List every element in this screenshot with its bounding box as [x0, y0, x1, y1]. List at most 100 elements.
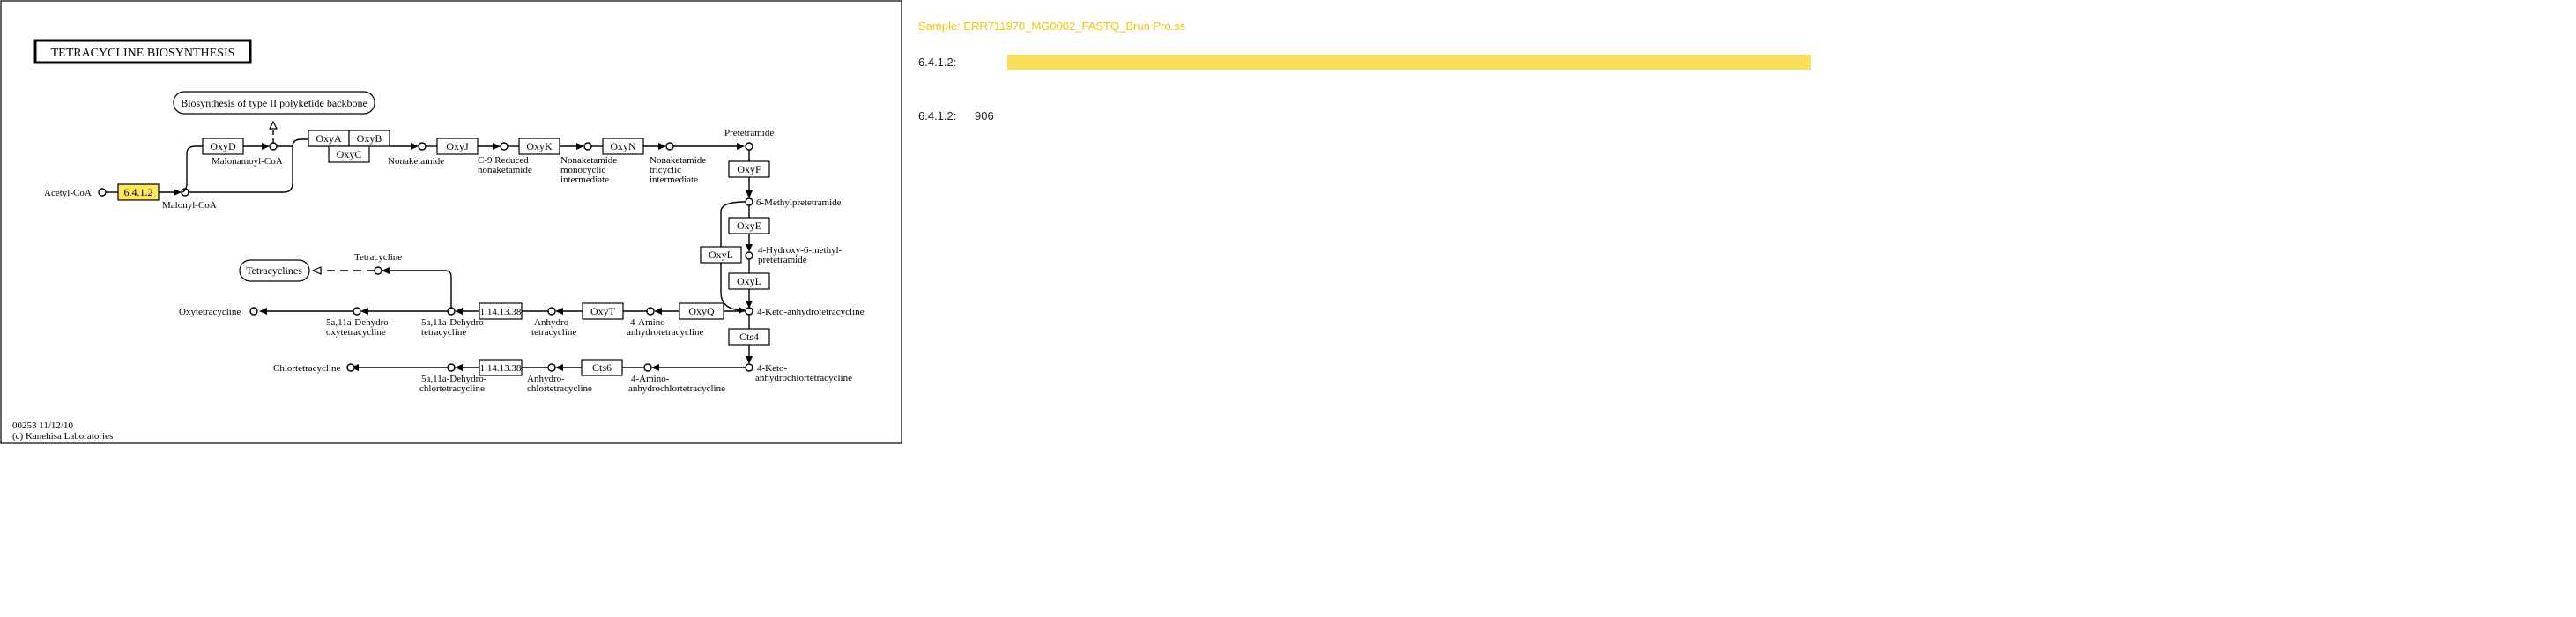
arrowhead — [658, 143, 666, 150]
arrowhead — [746, 190, 753, 198]
sample-panel: Sample: ERR711970_MG0002_FASTQ_Brun Pro.… — [918, 0, 1888, 176]
row-label-2: 6.4.1.2: — [918, 109, 957, 123]
compound-nonaketamide-label: Nonaketamide — [388, 156, 444, 167]
compound-malonamoyl-coa-label: Malonamoyl-CoA — [212, 156, 283, 167]
enzyme-oxyf-label: OxyF — [737, 163, 761, 175]
enzyme-oxyl-left-label: OxyL — [709, 249, 733, 261]
arrowhead — [746, 356, 753, 364]
arrowhead — [493, 143, 501, 150]
arrowhead — [382, 267, 390, 274]
enzyme-cts4-label: Cts4 — [739, 331, 759, 343]
compound-5a11a-dehydro-oxytetracycline[interactable] — [353, 307, 361, 316]
compound-pretetramide-label: Pretetramide — [724, 128, 774, 138]
compound-c9-reduced-label-1: C-9 Reduced — [478, 155, 529, 166]
arrowhead — [555, 364, 563, 371]
compound-acetyl-coa[interactable] — [98, 188, 107, 197]
compound-malonamoyl-coa[interactable] — [269, 142, 278, 151]
compound-nonaketamide[interactable] — [418, 142, 427, 151]
compound-anhydrochlortetracycline[interactable] — [547, 363, 556, 372]
enzyme-oxyb-label: OxyB — [357, 132, 382, 145]
compound-anhydro-chlor-label-2: chlortetracycline — [527, 383, 592, 394]
compound-tricyclic-intermediate[interactable] — [665, 142, 674, 151]
compound-tricyclic-label-2: tricyclic — [650, 165, 681, 175]
row-value-2: 906 — [975, 109, 994, 123]
abundance-bar-fill — [1007, 55, 1811, 70]
compound-6-methylpretetramide[interactable] — [745, 197, 753, 206]
compound-oxytetracycline-label: Oxytetracycline — [179, 307, 241, 317]
compound-amino-anhydrochlor-label-1: 4-Amino- — [631, 374, 670, 384]
compound-anhydro-tetra-label-1: Anhydro- — [534, 317, 572, 328]
enzyme-oxye-label: OxyE — [737, 219, 761, 232]
enzyme-oxyl-left[interactable] — [700, 246, 742, 264]
compound-4-keto-anhydrotetracycline[interactable] — [745, 307, 753, 316]
compound-dehydro-chlor-label-1: 5a,11a-Dehydro- — [421, 374, 487, 384]
compound-amino-anhydro-label-2: anhydrotetracycline — [627, 327, 703, 338]
enzyme-oxyn-label: OxyN — [610, 140, 636, 152]
compound-keto-anhydrochloro-label-2: anhydrochlortetracycline — [755, 373, 852, 383]
compound-keto-anhydrochloro-label-1: 4-Keto- — [757, 363, 788, 374]
compound-4-amino-anhydrotetracycline[interactable] — [646, 307, 655, 316]
compound-chlortetracycline-label: Chlortetracycline — [273, 363, 340, 374]
compound-tricyclic-label-3: intermediate — [650, 175, 698, 185]
map-link-polyketide-label: Biosynthesis of type II polyketide backb… — [181, 97, 367, 109]
edge-malonyl-oxyd — [181, 145, 203, 193]
enzyme-oxya-label: OxyA — [316, 132, 342, 145]
arrowhead — [746, 244, 753, 252]
compound-monocyclic-label-2: monocyclic — [560, 165, 605, 175]
compound-anhydro-tetra-label-2: tetracycline — [531, 327, 576, 338]
enzyme-oxyj-label: OxyJ — [446, 140, 469, 152]
enzyme-oxyq-label: OxyQ — [688, 305, 715, 317]
map-link-tetracyclines-label: Tetracyclines — [246, 264, 302, 277]
compound-oxytetracycline[interactable] — [249, 307, 258, 316]
edge-to-tetracycline — [388, 270, 452, 308]
compound-c9-reduced-nonaketamide[interactable] — [500, 142, 509, 151]
compound-4-amino-anhydrochlortetracycline[interactable] — [643, 363, 652, 372]
arrowhead — [455, 308, 463, 315]
enzyme-1-14-13-38-upper-label: 1.14.13.38 — [480, 307, 522, 317]
compound-dehydro-oxy-label-2: oxytetracycline — [326, 327, 386, 338]
enzyme-oxyc-label: OxyC — [337, 148, 362, 160]
enzyme-oxyl-right-label: OxyL — [737, 275, 761, 287]
arrowhead — [739, 307, 746, 314]
map-title-box — [33, 39, 252, 64]
enzyme-oxyd-label: OxyD — [210, 140, 236, 152]
compound-chlortetracycline[interactable] — [346, 363, 355, 372]
compound-anhydrotetracycline[interactable] — [547, 307, 556, 316]
compound-4-keto-anhydrochlortetracycline[interactable] — [745, 363, 753, 372]
abundance-bar — [1007, 55, 1811, 70]
map-link-polyketide[interactable] — [173, 91, 375, 115]
compound-6-methylpretetramide-label: 6-Methylpretetramide — [756, 197, 842, 208]
pathway-map: TETRACYCLINE BIOSYNTHESIS 00253 11/12/10… — [0, 0, 902, 444]
map-link-tetracyclines[interactable] — [239, 259, 310, 282]
compound-4-hydroxy-6-methylpretetramide[interactable] — [745, 251, 753, 260]
arrowhead — [555, 308, 563, 315]
compound-acetyl-coa-label: Acetyl-CoA — [44, 188, 92, 198]
compound-5a11a-dehydrochlortetracycline[interactable] — [447, 363, 456, 372]
compound-tetracycline[interactable] — [374, 266, 382, 275]
map-frame — [0, 0, 902, 444]
map-footer-id: 00253 11/12/10 — [12, 420, 73, 431]
compound-keto-anhydro-label: 4-Keto-anhydrotetracycline — [757, 307, 865, 317]
compound-amino-anhydro-label-1: 4-Amino- — [630, 317, 669, 328]
arrowhead — [654, 308, 662, 315]
compound-dehydro-chlor-label-2: chlortetracycline — [419, 383, 485, 394]
compound-pretetramide[interactable] — [745, 142, 753, 151]
sample-title: Sample: ERR711970_MG0002_FASTQ_Brun Pro.… — [918, 19, 1186, 33]
enzyme-oxyc[interactable] — [328, 145, 370, 163]
compound-monocyclic-intermediate[interactable] — [583, 142, 592, 151]
compound-monocyclic-label-3: intermediate — [560, 175, 609, 185]
arrowhead — [259, 308, 267, 315]
compound-5a11a-dehydrotetracycline[interactable] — [447, 307, 456, 316]
arrowhead — [737, 143, 745, 150]
compound-tetracycline-label: Tetracycline — [354, 252, 402, 263]
arrowhead — [455, 364, 463, 371]
enzyme-oxyt-label: OxyT — [590, 305, 616, 317]
arrowhead-open — [311, 266, 322, 275]
compound-dehydro-oxy-label-1: 5a,11a-Dehydro- — [326, 317, 392, 328]
map-title: TETRACYCLINE BIOSYNTHESIS — [51, 47, 235, 60]
arrowhead — [746, 301, 753, 308]
arrowhead — [411, 143, 419, 150]
arrowhead — [651, 364, 659, 371]
enzyme-oxyk-label: OxyK — [526, 140, 553, 152]
arrowhead — [262, 143, 270, 150]
